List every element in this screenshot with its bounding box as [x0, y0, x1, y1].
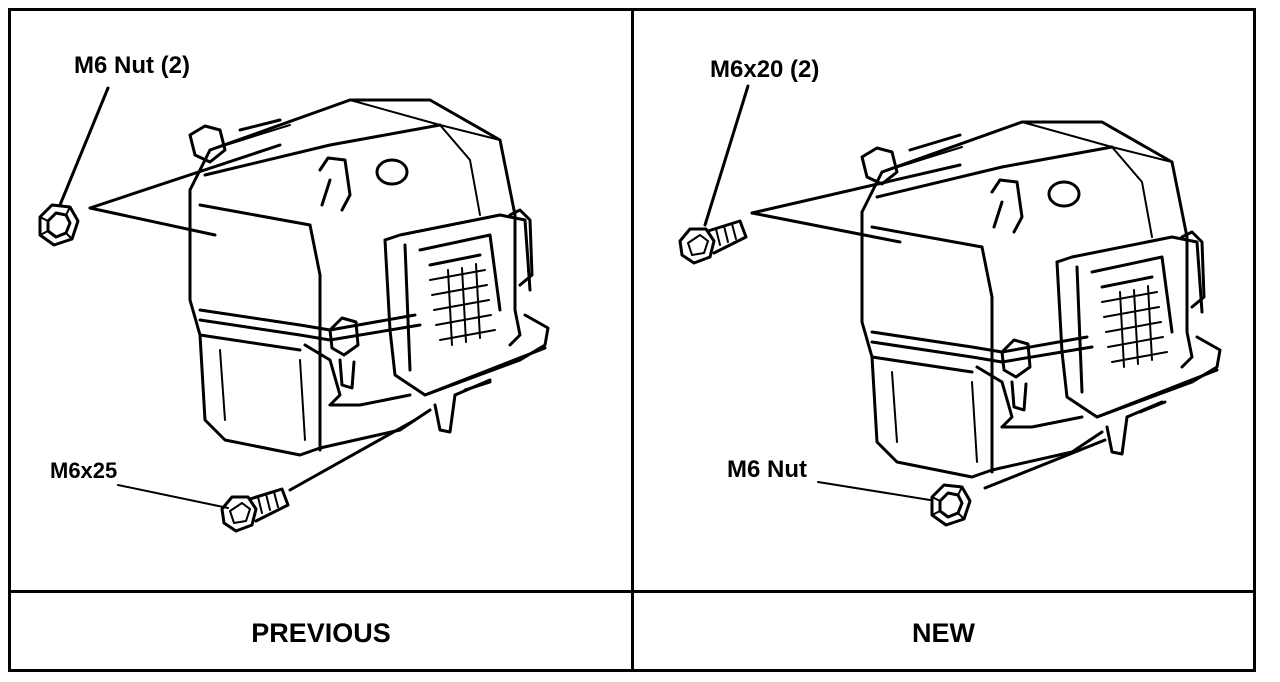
panel-divider-vertical: [631, 8, 634, 672]
assembly-new-fasteners: [678, 84, 1167, 527]
m6-nut-bottom: [930, 483, 972, 527]
caption-previous: PREVIOUS: [251, 617, 391, 648]
caption-divider-horizontal: [8, 590, 1256, 593]
callout-m6-nut: M6 Nut: [727, 456, 807, 483]
callout-m6x20-2: M6x20 (2): [710, 56, 820, 83]
m6-nut-top: [38, 203, 80, 247]
callout-m6x25: M6x25: [50, 458, 118, 483]
m6x25-bolt: [220, 487, 290, 533]
caption-new: NEW: [912, 617, 975, 648]
m6x20-bolt-top: [678, 219, 748, 265]
callout-m6-nut-2: M6 Nut (2): [74, 52, 190, 79]
assembly-previous: [38, 86, 550, 533]
